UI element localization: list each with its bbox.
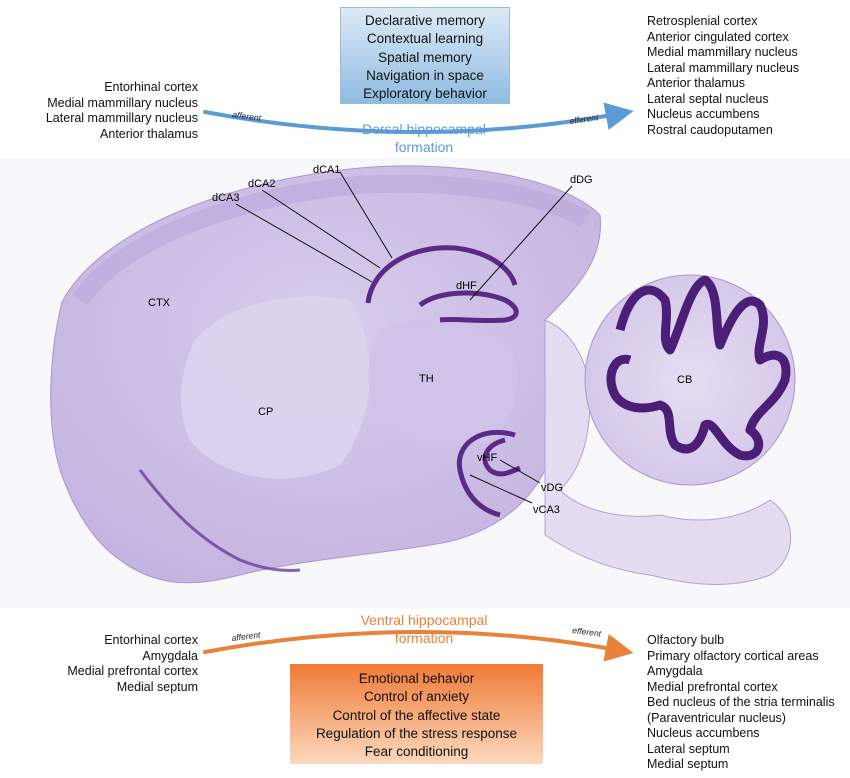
ventral-projection-arrow (203, 630, 634, 662)
ventral-input-item: Medial prefrontal cortex (67, 664, 198, 678)
ventral-output-item: Lateral septum (647, 741, 730, 756)
vca3-label: vCA3 (533, 504, 560, 516)
dorsal-function-item: Navigation in space (366, 67, 484, 83)
cp-label: CP (258, 406, 273, 418)
dorsal-efferent-list: Retrosplenial cortex Anterior cingulated… (647, 14, 799, 138)
dorsal-functions-box: Declarative memory Contextual learning S… (340, 7, 510, 104)
ventral-output-item: Amygdala (647, 664, 703, 678)
dorsal-function-item: Declarative memory (364, 13, 486, 28)
dorsal-output-item: Medial mammillary nucleus (647, 45, 798, 59)
dorsal-output-item: Anterior thalamus (647, 76, 745, 90)
ctx-label: CTX (148, 297, 171, 309)
ventral-afferent-list: Entorhinal cortex Amygdala Medial prefro… (67, 633, 198, 695)
ventral-function-item: Regulation of the stress response (315, 725, 518, 741)
ventral-output-item: (Paraventricular nucleus) (647, 710, 786, 725)
dorsal-projection-arrow (203, 102, 634, 134)
dorsal-efferent-label: efferent (569, 112, 600, 126)
cortex-band (72, 174, 590, 306)
ventral-functions-box: Emotional behavior Control of anxiety Co… (290, 664, 543, 764)
dca2-label: dCA2 (248, 178, 276, 190)
ventral-efferent-list: Olfactory bulb Primary olfactory cortica… (647, 633, 835, 773)
dorsal-output-item: Rostral caudoputamen (647, 122, 773, 137)
striatum-region (180, 296, 370, 479)
vdg-leader (499, 459, 541, 484)
ventral-input-item: Medial septum (116, 679, 198, 694)
dca2-leader (261, 189, 381, 269)
dorsal-output-item: Retrosplenial cortex (647, 14, 758, 28)
ventral-output-item: Medial prefrontal cortex (647, 679, 778, 694)
dorsal-afferent-label: afferent (232, 109, 263, 123)
ddg-label: dDG (570, 174, 593, 186)
dca1-label: dCA1 (313, 164, 341, 176)
dorsal-function-item: Exploratory behavior (363, 86, 487, 102)
dorsal-output-item: Anterior cingulated cortex (647, 29, 789, 44)
ventral-title-line2: formation (395, 630, 453, 646)
ventral-output-item: Nucleus accumbens (647, 726, 760, 740)
vca3-leader (469, 474, 533, 504)
dorsal-afferent-list: Entorhinal cortex Medial mammillary nucl… (46, 80, 198, 142)
dorsal-input-item: Entorhinal cortex (104, 80, 198, 94)
ventral-function-item: Control of the affective state (332, 707, 501, 723)
vdg-label: vDG (541, 482, 563, 494)
ventral-input-item: Amygdala (142, 648, 198, 663)
brainstem-region (544, 319, 792, 585)
dorsal-input-item: Lateral mammillary nucleus (45, 111, 198, 125)
dorsal-output-item: Nucleus accumbens (647, 107, 760, 121)
ventral-function-item: Emotional behavior (358, 671, 475, 686)
ventral-dentate-gyrus (482, 437, 521, 477)
dhf-label: dHF (456, 280, 477, 292)
ventral-efferent-label: efferent (572, 625, 602, 639)
dorsal-title-line1: Dorsal hippocampal (362, 121, 486, 137)
dorsal-title-line2: formation (395, 139, 453, 155)
dorsal-dentate-gyrus (418, 290, 519, 324)
ventral-title-line1: Ventral hippocampal (361, 612, 488, 628)
ventral-output-item: Olfactory bulb (647, 633, 725, 647)
ventral-ca-layer (456, 429, 516, 518)
ddg-leader (469, 185, 573, 301)
dorsal-function-item: Contextual learning (366, 31, 484, 47)
dca1-leader (339, 171, 393, 259)
th-label: TH (419, 373, 434, 385)
dorsal-function-item: Spatial memory (378, 49, 472, 65)
cerebellar-folia (606, 275, 791, 461)
ventral-afferent-label: afferent (231, 629, 261, 643)
thalamus-region (368, 321, 518, 448)
ventral-function-item: Fear conditioning (364, 744, 469, 760)
dca3-leader (235, 203, 373, 283)
ventral-output-item: Bed nucleus of the stria terminalis (647, 695, 835, 709)
dorsal-ca-layer (365, 245, 518, 304)
dorsal-input-item: Medial mammillary nucleus (47, 95, 198, 110)
cb-label: CB (677, 374, 692, 386)
dorsal-output-item: Lateral septal nucleus (647, 91, 769, 106)
dorsal-output-item: Lateral mammillary nucleus (647, 60, 800, 75)
dca3-label: dCA3 (212, 192, 240, 204)
ventral-output-item: Primary olfactory cortical areas (647, 648, 819, 663)
vhf-label: vHF (477, 452, 497, 464)
ventral-output-item: Medial septum (647, 757, 729, 771)
dorsal-input-item: Anterior thalamus (100, 126, 198, 141)
cerebellum-section (584, 274, 796, 486)
cortex-ventral-edge (138, 469, 301, 572)
ventral-function-item: Control of anxiety (363, 689, 470, 705)
ventral-input-item: Entorhinal cortex (104, 633, 198, 647)
